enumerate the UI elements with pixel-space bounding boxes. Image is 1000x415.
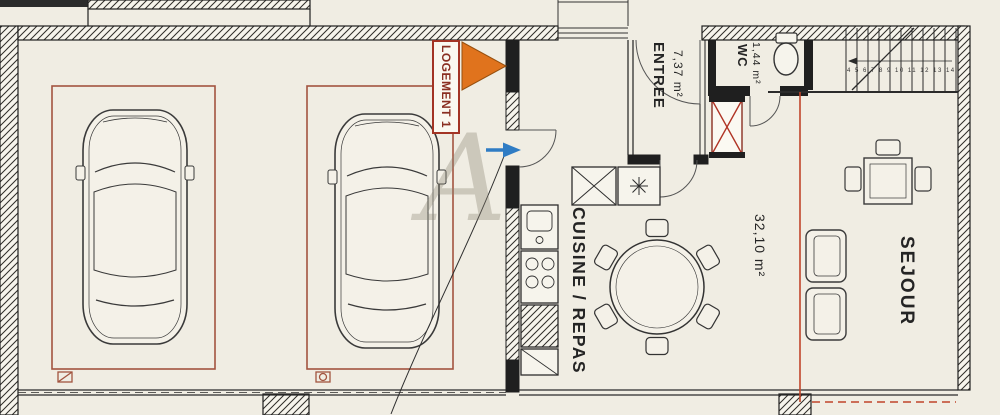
car-2 xyxy=(327,113,447,349)
garage-floor-marks xyxy=(57,371,331,383)
door-direction-arrow xyxy=(486,142,521,158)
room-label-entree: ENTREE xyxy=(650,42,667,109)
door-garage-kitchen xyxy=(518,129,557,168)
annotation-leader-line xyxy=(390,150,507,415)
dining-table xyxy=(594,218,720,356)
garage-doors xyxy=(18,389,506,396)
kitchen-counter xyxy=(520,166,661,376)
garage-kitchen-wall xyxy=(505,39,520,393)
car-1 xyxy=(75,109,195,345)
porch-lines xyxy=(557,0,629,26)
exterior-walls xyxy=(0,0,971,415)
room-label-cuisine: CUISINE / REPAS xyxy=(569,207,589,375)
entrance-arrow xyxy=(461,41,508,91)
door-entry xyxy=(635,39,701,105)
door-wc xyxy=(749,95,781,127)
stair-step-numbers: 4 5 6 7 8 9 10 11 12 13 14 xyxy=(847,68,956,74)
room-label-sejour: SEJOUR xyxy=(896,236,917,327)
sejour-table-set xyxy=(844,139,932,205)
room-area-entree: 7,37 m² xyxy=(671,50,685,98)
room-label-wc: WC xyxy=(735,44,750,68)
room-area-wc: 1,44 m² xyxy=(750,42,762,85)
kitchen-window xyxy=(558,27,628,39)
utility-cupboard xyxy=(709,96,745,158)
unit-label-box: LOGEMENT 1 xyxy=(432,40,460,134)
toilet xyxy=(773,32,799,76)
sejour-armchairs xyxy=(805,229,847,341)
scan-edge-mark xyxy=(0,0,90,7)
sejour-bottom-edge xyxy=(519,389,958,396)
room-area-sejour: 32,10 m² xyxy=(752,214,768,278)
parking-bays xyxy=(51,85,454,370)
unit-label: LOGEMENT 1 xyxy=(439,45,453,129)
